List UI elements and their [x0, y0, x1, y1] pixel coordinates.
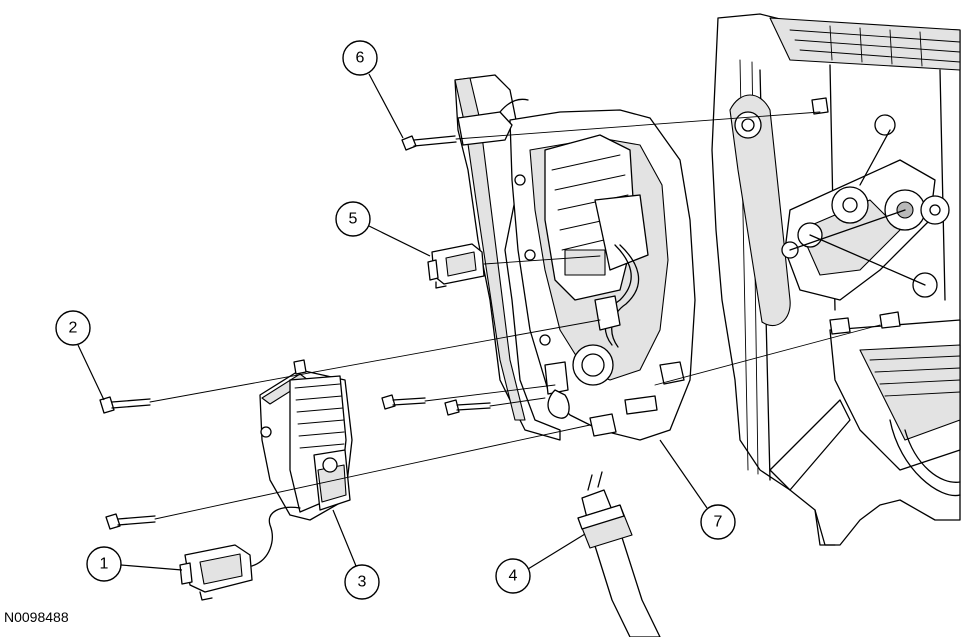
callout-2: 2 [55, 310, 105, 401]
screw-item-6 [401, 135, 457, 151]
figure-id: N0098488 [4, 609, 69, 625]
alignment-lines [149, 111, 881, 520]
callout-6-label: 6 [356, 50, 365, 67]
callout-4-label: 4 [509, 568, 518, 585]
callout-5: 5 [335, 201, 431, 257]
actuator-bracket-housing [454, 74, 696, 441]
hose-item-4 [577, 471, 661, 637]
screw-lower-left [105, 513, 156, 530]
callout-6: 6 [342, 40, 404, 139]
electrical-connector-item-1 [179, 506, 301, 601]
callout-3: 3 [332, 509, 380, 600]
screw-item-2 [99, 396, 151, 414]
callout-7-label: 7 [714, 514, 723, 531]
callout-7: 7 [659, 439, 736, 540]
callout-4: 4 [495, 533, 586, 594]
hvac-housing [711, 13, 961, 546]
callout-3-label: 3 [358, 574, 367, 591]
electrical-connector-item-5 [427, 243, 485, 289]
actuator-item-3 [259, 359, 353, 521]
callout-5-label: 5 [349, 211, 358, 228]
actuator-screws [381, 394, 491, 416]
callout-1: 1 [86, 546, 183, 582]
callout-2-label: 2 [69, 320, 78, 337]
callout-1-label: 1 [100, 556, 109, 573]
